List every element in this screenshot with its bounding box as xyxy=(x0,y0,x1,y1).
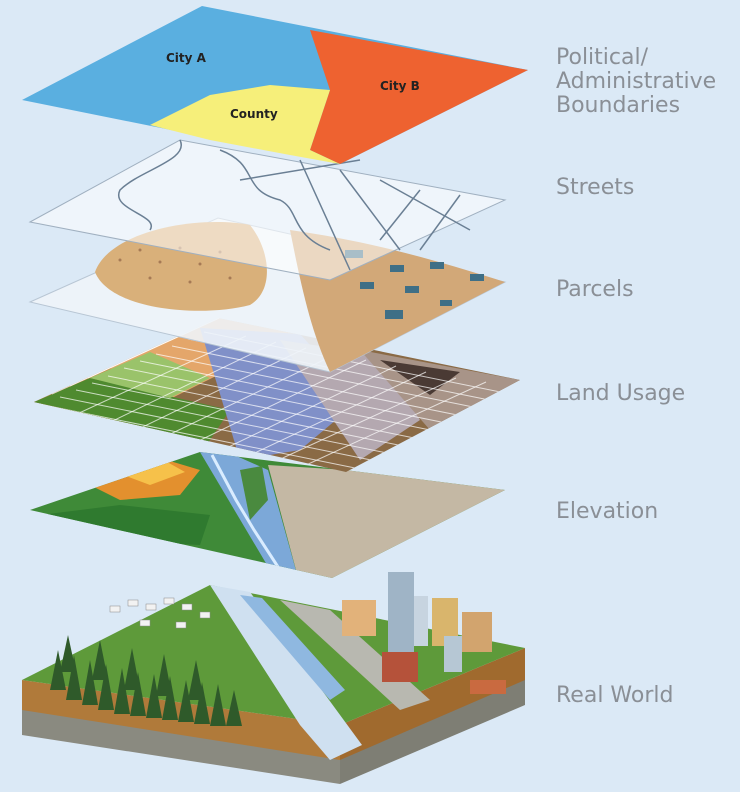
parcels-layer xyxy=(28,217,507,373)
real-world-layer xyxy=(22,572,525,784)
layer-label-land-usage: Land Usage xyxy=(556,381,686,406)
political-layer: City A City B County xyxy=(22,6,528,164)
county-label: County xyxy=(230,107,278,121)
layer-label-political: Political/ Administrative Boundaries xyxy=(556,45,717,118)
layer-label-elevation: Elevation xyxy=(556,499,659,524)
elevation-layer xyxy=(30,452,505,578)
city-b-region xyxy=(310,30,528,164)
streets-layer xyxy=(28,139,507,281)
county-region xyxy=(150,85,340,164)
layer-label-streets: Streets xyxy=(556,175,635,200)
city-a-label: City A xyxy=(166,51,207,65)
city-b-label: City B xyxy=(380,79,420,93)
layer-label-parcels: Parcels xyxy=(556,277,634,302)
layer-label-real-world: Real World xyxy=(556,683,674,708)
